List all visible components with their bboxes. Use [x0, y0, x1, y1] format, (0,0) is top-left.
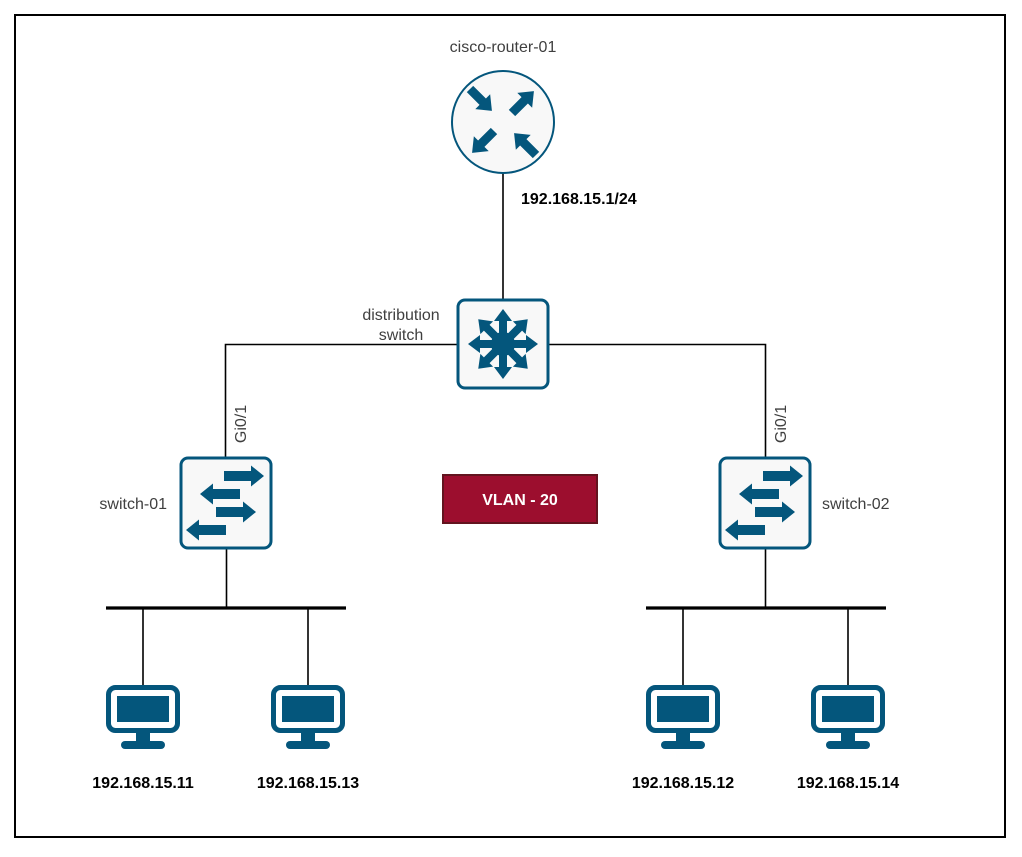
link-distribution-switch02: [548, 343, 767, 459]
switch01-label: switch-01: [99, 496, 167, 513]
workgroup-switch-icon: [179, 456, 273, 550]
pc-icon: [814, 688, 883, 750]
workgroup-switch-icon: [718, 456, 812, 550]
distribution-switch-label-line2: switch: [379, 327, 423, 344]
host-node-4: 192.168.15.14: [797, 688, 899, 792]
vlan-badge: VLAN - 20: [442, 474, 598, 524]
switch-hub-dot: [491, 332, 515, 356]
pc-icon: [649, 688, 718, 750]
diagram-border: [14, 14, 1006, 838]
vlan-badge-label: VLAN - 20: [482, 492, 558, 509]
network-links: [106, 173, 886, 690]
pc-icon: [274, 688, 343, 750]
host-ip-label: 192.168.15.11: [92, 775, 194, 792]
switch01-uplink-port-label: Gi0/1: [233, 405, 250, 443]
link-distribution-switch01: [224, 343, 458, 459]
router-label: cisco-router-01: [450, 39, 557, 56]
switch01-node: switch-01 Gi0/1: [99, 405, 273, 550]
host-node-1: 192.168.15.11: [92, 688, 194, 792]
host-ip-label: 192.168.15.14: [797, 775, 899, 792]
multilayer-switch-icon: [456, 298, 550, 390]
distribution-switch-node: distribution switch: [362, 298, 550, 390]
router-node: cisco-router-01 192.168.15.1/24: [450, 39, 637, 208]
host-node-2: 192.168.15.13: [257, 688, 359, 792]
switch02-label: switch-02: [822, 496, 890, 513]
distribution-switch-label-line1: distribution: [362, 307, 439, 324]
host-node-3: 192.168.15.12: [632, 688, 734, 792]
host-ip-label: 192.168.15.12: [632, 775, 734, 792]
router-icon: [451, 70, 555, 174]
host-ip-label: 192.168.15.13: [257, 775, 359, 792]
switch02-node: switch-02 Gi0/1: [718, 405, 890, 550]
switch02-uplink-port-label: Gi0/1: [773, 405, 790, 443]
router-ip-label: 192.168.15.1/24: [521, 191, 637, 208]
pc-icon: [109, 688, 178, 750]
vlan-badge-box: [442, 474, 598, 524]
